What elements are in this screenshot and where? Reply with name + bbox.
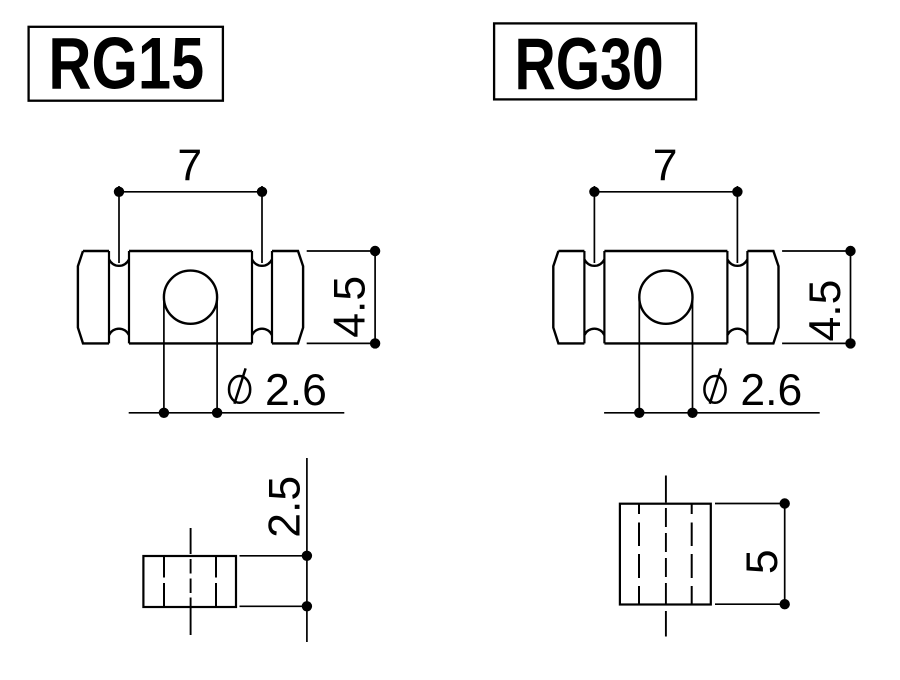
svg-text:2.6: 2.6 (740, 366, 802, 415)
svg-text:7: 7 (653, 142, 678, 191)
svg-text:RG30: RG30 (515, 23, 664, 104)
svg-text:4.5: 4.5 (801, 280, 850, 342)
svg-text:7: 7 (177, 142, 202, 191)
svg-text:4.5: 4.5 (326, 276, 375, 338)
svg-text:2.5: 2.5 (260, 476, 309, 538)
svg-text:5: 5 (738, 549, 787, 574)
svg-text:2.6: 2.6 (265, 366, 327, 415)
svg-text:RG15: RG15 (48, 24, 204, 105)
